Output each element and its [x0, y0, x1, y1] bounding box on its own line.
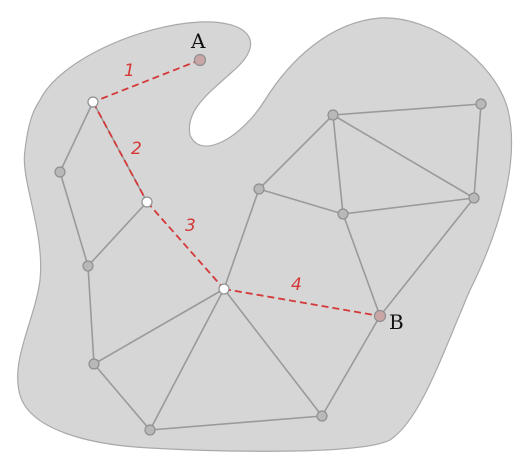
edge-n2-n4: [59, 171, 89, 267]
edge-n1-n2: [59, 101, 94, 173]
edge-n12-n13: [342, 197, 475, 215]
node-n4: [82, 260, 94, 272]
edge-n3-n4: [87, 201, 148, 267]
node-n11: [475, 98, 487, 110]
edge-n9-n10: [258, 114, 334, 190]
node-n1: [87, 96, 99, 108]
segment-label-3: 3: [185, 216, 196, 236]
edge-n6-n5: [93, 288, 225, 365]
edge-n10-n11: [332, 103, 482, 116]
node-label-b: B: [389, 310, 404, 334]
node-A: [193, 53, 207, 67]
node-n13: [468, 192, 480, 204]
edge-n11-n13: [473, 103, 482, 199]
path-segment-4: [223, 288, 381, 317]
edge-n6-n7: [93, 363, 151, 431]
node-label-a: A: [190, 29, 206, 53]
highlighted-path: [92, 59, 381, 317]
edge-n5-n9: [223, 188, 260, 290]
edge-n8-n5: [223, 288, 323, 417]
node-n3: [141, 196, 153, 208]
edge-n7-n5: [149, 288, 225, 431]
node-n6: [88, 358, 100, 370]
path-segment-3: [146, 201, 225, 290]
path-segment-2: [92, 101, 148, 203]
graph-nodes: [54, 53, 487, 436]
edge-n13-B: [379, 197, 475, 317]
edge-n12-B: [342, 213, 381, 317]
edge-n9-n12: [258, 188, 344, 215]
edge-n10-n13: [332, 114, 475, 199]
edge-n4-n6: [87, 265, 95, 365]
node-n7: [144, 424, 156, 436]
segment-label-1: 1: [124, 61, 135, 81]
node-n5: [218, 283, 230, 295]
node-n2: [54, 166, 66, 178]
path-segment-1: [92, 59, 201, 103]
edge-n7-n8: [149, 415, 323, 431]
node-n10: [327, 109, 339, 121]
edge-n8-B: [321, 315, 381, 417]
node-n12: [337, 208, 349, 220]
region-shape: [17, 17, 513, 452]
edge-n10-n12: [332, 114, 344, 215]
graph-edges: [59, 101, 482, 431]
segment-label-4: 4: [291, 275, 302, 295]
node-n9: [253, 183, 265, 195]
segment-label-2: 2: [131, 139, 142, 159]
node-B: [373, 309, 387, 323]
node-n8: [316, 410, 328, 422]
